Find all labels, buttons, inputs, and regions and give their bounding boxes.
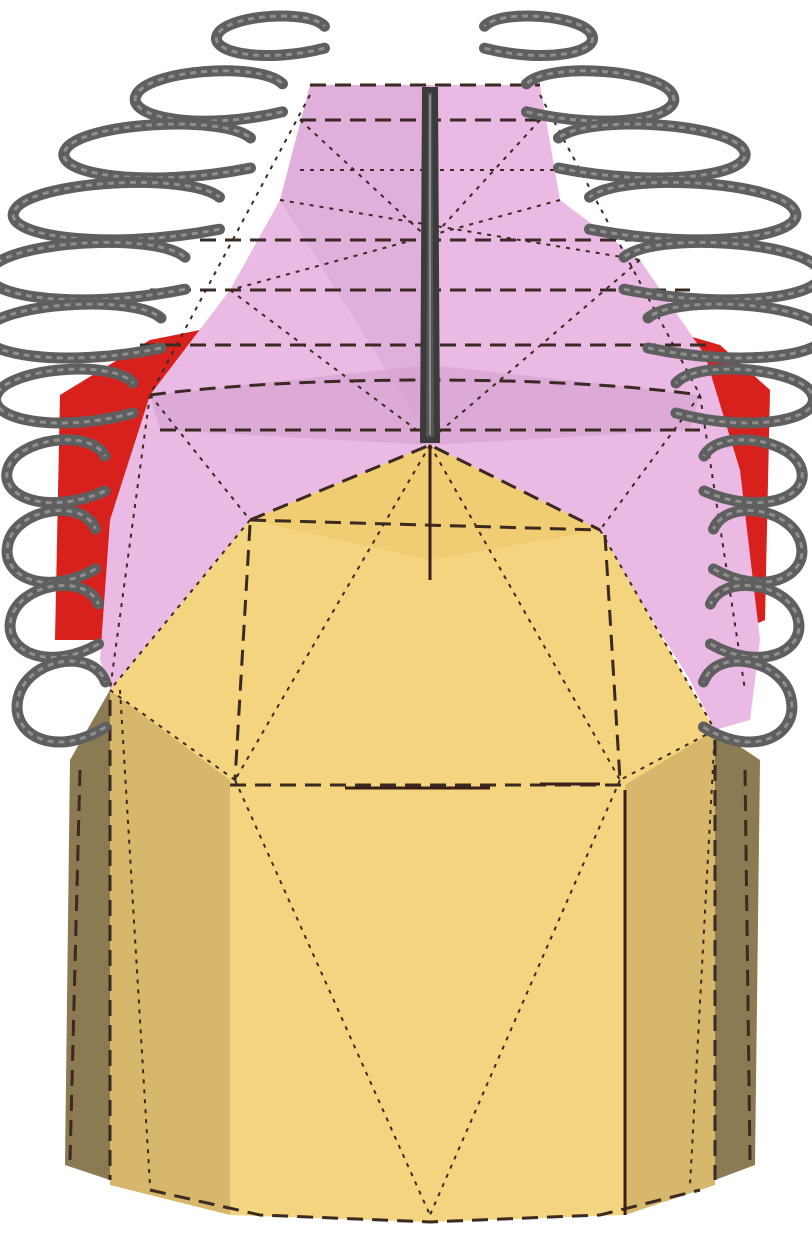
- rib-right-5: [624, 242, 812, 300]
- sternum: [423, 90, 437, 440]
- rib-left-11: [17, 661, 105, 742]
- rib-left-1: [216, 16, 324, 56]
- rib-right-2: [527, 71, 674, 121]
- rib-left-2: [135, 71, 282, 121]
- rib-right-3: [559, 124, 746, 178]
- rib-right-1: [485, 16, 593, 56]
- rib-left-4: [13, 182, 219, 240]
- rib-left-3: [64, 124, 251, 178]
- cylinder-side-left: [110, 690, 230, 1215]
- rib-right-4: [590, 182, 796, 240]
- cylinder-back-right: [715, 730, 760, 1180]
